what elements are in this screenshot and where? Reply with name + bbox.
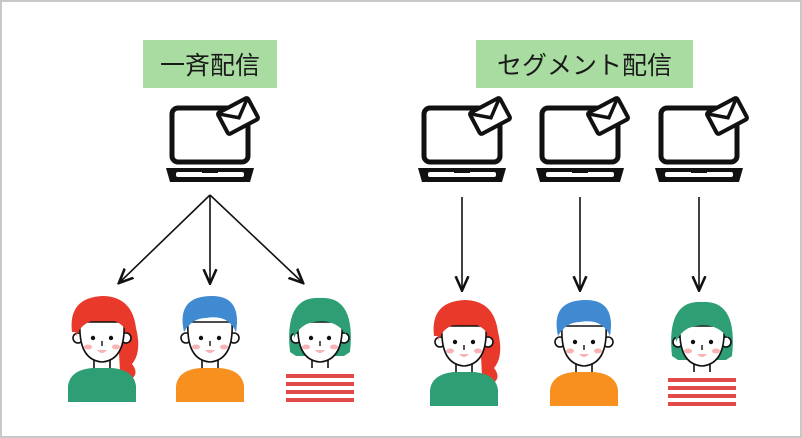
envelope-icon [468,96,512,136]
shirt [176,368,244,402]
envelope-icon [586,96,630,136]
laptop-icon [536,96,630,182]
laptop-icon [166,96,260,182]
envelope-icon [216,96,260,136]
envelope-icon [705,96,749,136]
shirt [430,372,498,406]
arrow [209,194,302,282]
laptop-icon [418,96,512,182]
person-avatar [430,300,501,406]
segment-label: セグメント配信 [476,40,693,88]
person-avatar [68,296,139,402]
person-avatar [176,296,244,402]
shirt [68,368,136,402]
arrow [120,194,211,282]
person-avatar [286,297,354,402]
person-avatar [668,301,736,406]
shirt [550,372,618,406]
person-avatar [550,300,618,406]
laptop-icon [655,96,749,182]
broadcast-label: 一斉配信 [143,40,277,88]
